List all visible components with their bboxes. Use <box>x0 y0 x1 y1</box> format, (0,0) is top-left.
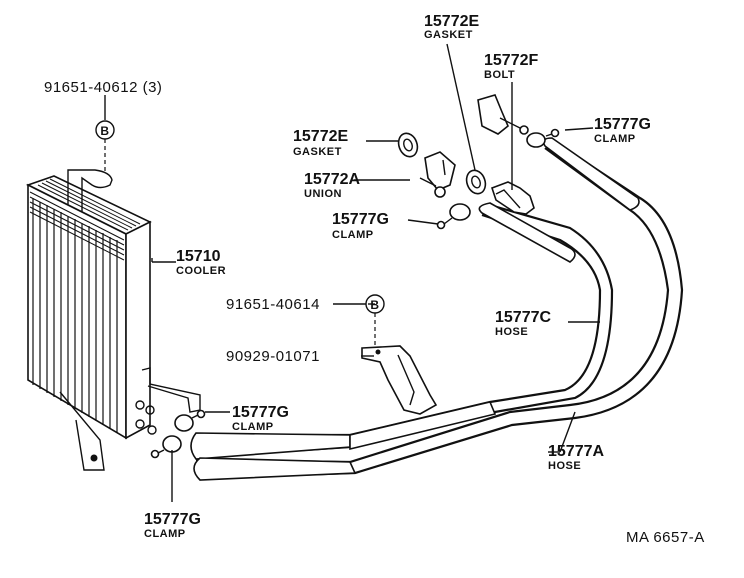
label-hose-c-name: HOSE <box>495 326 528 338</box>
cooler-body <box>25 169 201 471</box>
union <box>419 151 456 198</box>
label-hose-a-name: HOSE <box>548 460 581 472</box>
svg-text:B: B <box>370 298 379 312</box>
label-hose-c-pn: 15777C <box>495 309 551 326</box>
label-gasket-top-pn: 15772E <box>424 13 479 30</box>
label-bolt-pn: 15772F <box>484 52 538 69</box>
label-clamp-bottom-name: CLAMP <box>144 528 186 540</box>
label-bolt-name: BOLT <box>484 69 515 81</box>
label-clamp-lower-name: CLAMP <box>232 421 274 433</box>
label-clamp-bottom-pn: 15777G <box>144 511 201 528</box>
clamp-bottom <box>150 435 182 459</box>
hose-clip <box>361 345 438 415</box>
label-clamp-lower-pn: 15777G <box>232 404 289 421</box>
label-gasket-mid-pn: 15772E <box>293 128 348 145</box>
clamp-lower <box>174 409 206 432</box>
clamp-mid <box>436 203 471 230</box>
label-90929-01071: 90929-01071 <box>226 348 320 365</box>
top-fitting <box>477 94 529 135</box>
hose-15777c <box>190 202 614 460</box>
label-cooler-name: COOLER <box>176 265 226 277</box>
label-clamp-mid-name: CLAMP <box>332 229 374 241</box>
callout-b1: B <box>95 120 115 140</box>
label-union-name: UNION <box>304 188 342 200</box>
label-hose-a-pn: 15777A <box>548 443 604 460</box>
gasket-top <box>465 169 487 195</box>
label-clamp-top-right-name: CLAMP <box>594 133 636 145</box>
label-union-pn: 15772A <box>304 171 360 188</box>
drawing-reference: MA 6657-A <box>626 529 705 546</box>
clamp-top-right <box>526 128 560 148</box>
svg-text:B: B <box>100 124 109 138</box>
leader-lines <box>104 43 600 502</box>
label-cooler-pn: 15710 <box>176 248 221 265</box>
gasket-mid <box>397 132 419 158</box>
label-clamp-mid-pn: 15777G <box>332 211 389 228</box>
label-91651-40612: 91651-40612 (3) <box>44 79 162 96</box>
label-gasket-top-name: GASKET <box>424 29 473 41</box>
label-gasket-mid-name: GASKET <box>293 146 342 158</box>
label-clamp-top-right-pn: 15777G <box>594 116 651 133</box>
label-91651-40614: 91651-40614 <box>226 296 320 313</box>
hose-15777a <box>193 137 684 481</box>
